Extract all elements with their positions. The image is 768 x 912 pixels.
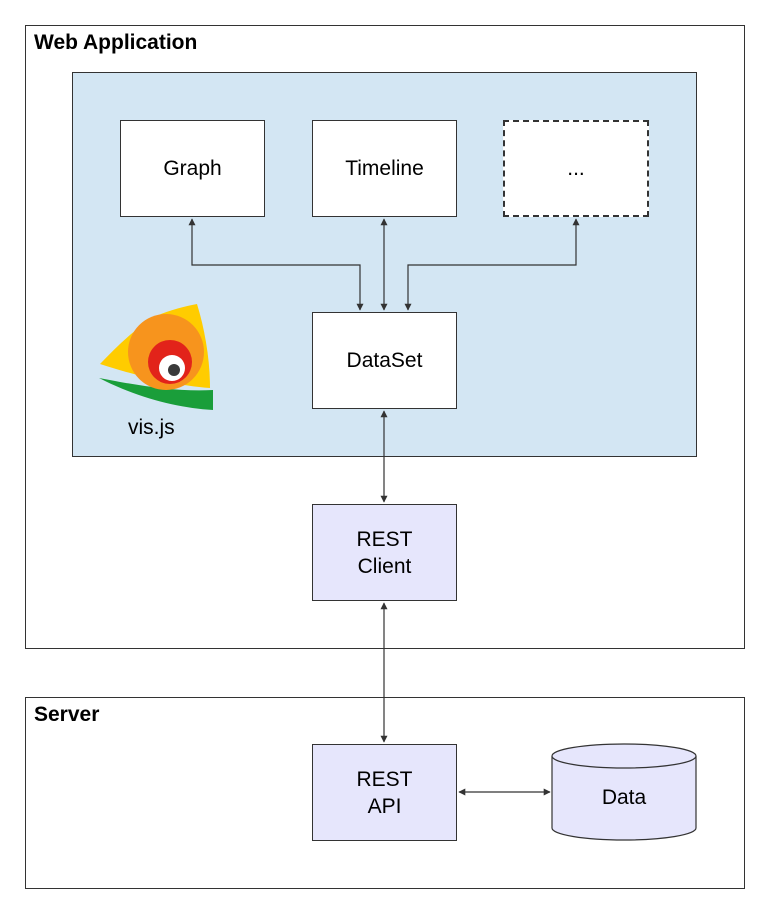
visjs-logo-text: vis.js: [128, 416, 175, 439]
rest-api-label: REST API: [356, 767, 413, 818]
dataset-box: DataSet: [312, 312, 457, 409]
timeline-box: Timeline: [312, 120, 457, 217]
server-title: Server: [34, 703, 100, 726]
rest-api-box: REST API: [312, 744, 457, 841]
web-application-title: Web Application: [34, 31, 198, 54]
dataset-label: DataSet: [346, 349, 423, 372]
timeline-label: Timeline: [345, 157, 424, 180]
more-components-label: ...: [567, 157, 585, 180]
rest-client-label: REST Client: [356, 527, 413, 578]
more-components-box: ...: [503, 120, 649, 217]
graph-box: Graph: [120, 120, 265, 217]
graph-label: Graph: [163, 157, 222, 180]
rest-client-box: REST Client: [312, 504, 457, 601]
data-label: Data: [601, 786, 647, 809]
